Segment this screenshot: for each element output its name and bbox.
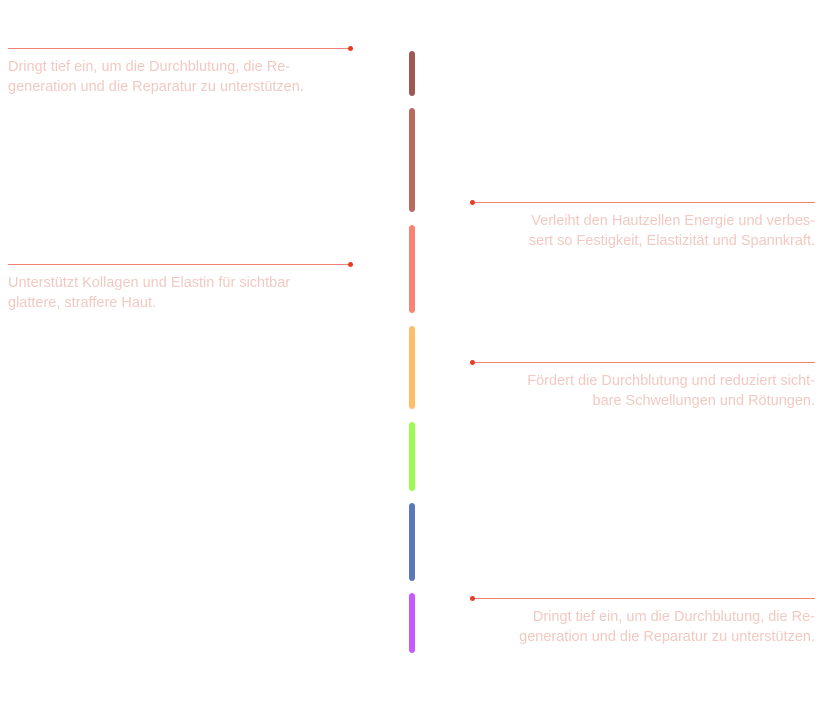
callout-text: Unterstützt Kollagen und Elastin für sic… [8, 275, 291, 311]
spectrum-band-5 [409, 422, 415, 491]
callout-line [470, 598, 815, 599]
callout-dot [470, 596, 475, 601]
callout-dot [348, 46, 353, 51]
light-spectrum-bar [404, 48, 420, 668]
spectrum-band-1 [409, 51, 415, 96]
callout-text: Fördert die Durchblutung und reduziert s… [527, 373, 815, 409]
callout-dot [470, 200, 475, 205]
spectrum-band-6 [409, 503, 415, 581]
callout-text: Dringt tief ein, um die Durchblutung, di… [519, 609, 815, 645]
callout-text: Verleiht den Hautzellen Energie und verb… [528, 213, 815, 249]
callout-dot [348, 262, 353, 267]
spectrum-band-3 [409, 225, 415, 313]
callout-line [470, 202, 815, 203]
callout-text: Dringt tief ein, um die Durchblutung, di… [8, 59, 304, 95]
callout-dot [470, 360, 475, 365]
callout-line [470, 362, 815, 363]
spectrum-band-4 [409, 326, 415, 409]
callout-line [8, 264, 353, 265]
spectrum-band-7 [409, 593, 415, 653]
callout-line [8, 48, 353, 49]
spectrum-band-2 [409, 108, 415, 212]
